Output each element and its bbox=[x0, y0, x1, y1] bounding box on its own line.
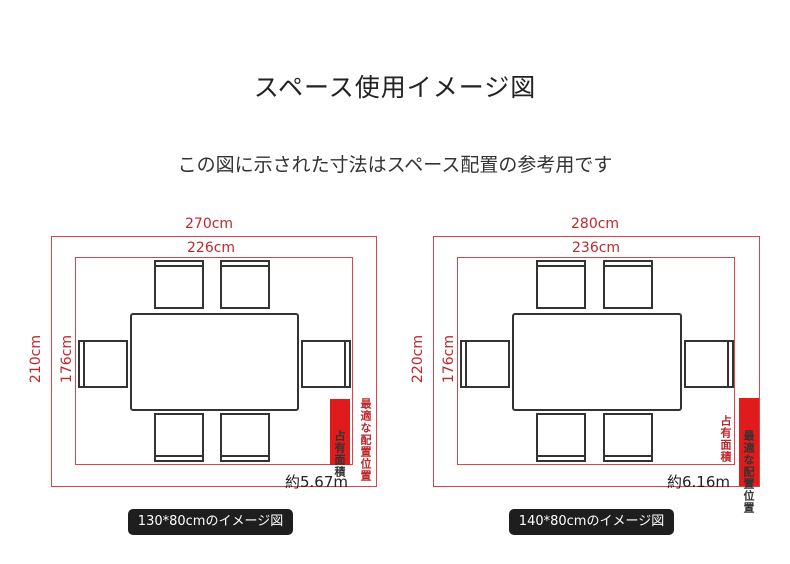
dining-table bbox=[512, 313, 682, 411]
caption-pill: 140*80cmのイメージ図 bbox=[509, 509, 674, 535]
chair-top-left bbox=[154, 260, 204, 309]
occupied-area-badge bbox=[739, 398, 759, 486]
inner-width-label: 236cm bbox=[572, 240, 621, 256]
inner-space-box bbox=[457, 257, 735, 465]
page-title: スペース使用イメージ図 bbox=[253, 73, 537, 102]
outer-width-label: 270cm bbox=[185, 216, 234, 232]
chair-bottom-right bbox=[603, 413, 653, 462]
chair-left bbox=[78, 340, 128, 388]
chair-right bbox=[301, 340, 351, 388]
outer-space-box bbox=[433, 236, 760, 487]
caption-pill: 130*80cmのイメージ図 bbox=[128, 509, 293, 535]
inner-height-label: 176cm bbox=[441, 335, 457, 384]
occupied-area-badge bbox=[330, 399, 350, 465]
chair-bottom-right bbox=[220, 413, 270, 462]
occupied-area-label: 占有面積 bbox=[719, 415, 732, 463]
optimal-placement-label: 最適な配置位置 bbox=[742, 430, 755, 514]
chair-top-right bbox=[603, 260, 653, 309]
chair-top-left bbox=[536, 260, 586, 309]
area-value: 約5.67m bbox=[285, 473, 349, 491]
outer-space-box bbox=[51, 236, 377, 487]
optimal-placement-label: 最適な配置位置 bbox=[359, 398, 372, 482]
inner-space-box bbox=[75, 257, 353, 465]
outer-width-label: 280cm bbox=[571, 216, 620, 232]
chair-left bbox=[460, 340, 510, 388]
inner-height-label: 176cm bbox=[59, 335, 75, 384]
chair-top-right bbox=[220, 260, 270, 309]
inner-width-label: 226cm bbox=[187, 240, 236, 256]
area-value: 約6.16m bbox=[667, 473, 731, 491]
dining-table bbox=[130, 313, 299, 411]
occupied-area-label: 占有面積 bbox=[333, 430, 346, 478]
chair-bottom-left bbox=[536, 413, 586, 462]
outer-height-label: 210cm bbox=[28, 335, 44, 384]
outer-height-label: 220cm bbox=[410, 335, 426, 384]
page-subtitle: この図に示された寸法はスペース配置の参考用です bbox=[177, 154, 613, 176]
chair-bottom-left bbox=[154, 413, 204, 462]
chair-right bbox=[684, 340, 734, 388]
